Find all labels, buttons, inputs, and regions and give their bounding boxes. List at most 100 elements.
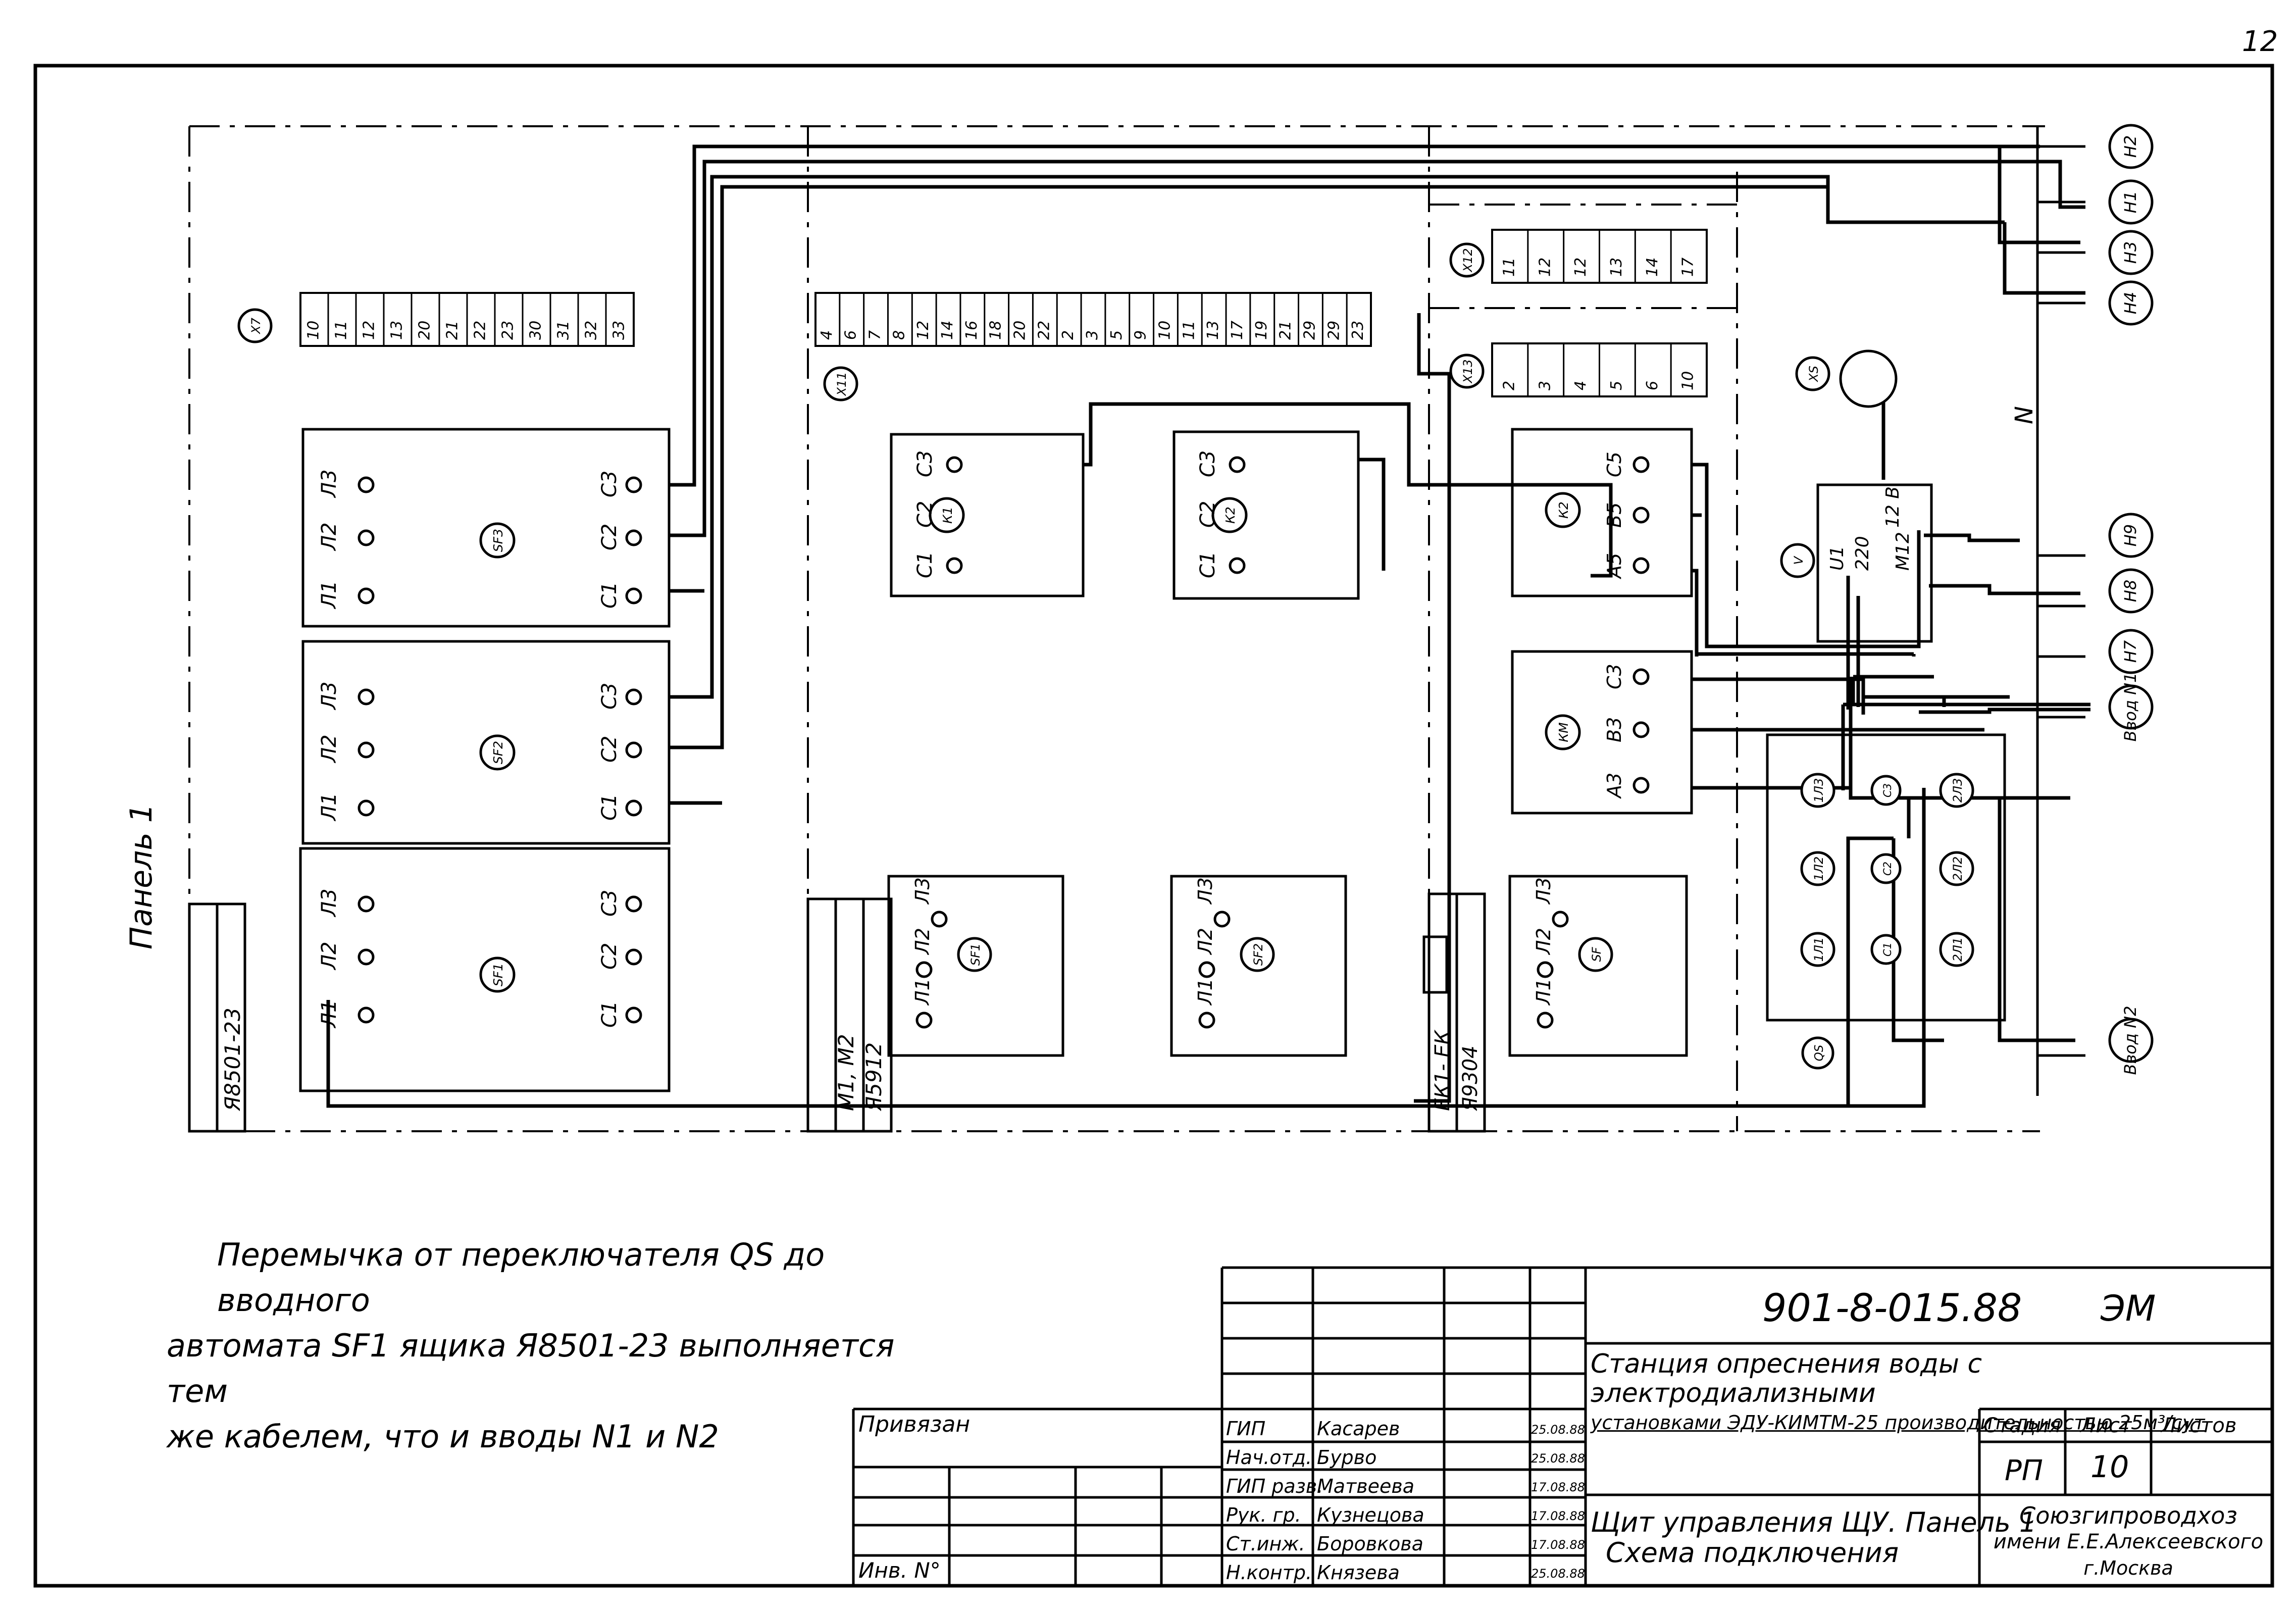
staff-role: Рук. гр. (1226, 1504, 1301, 1526)
pin-k1-С2: С2 (913, 501, 937, 528)
pin-sf3-Л2-terminal (358, 529, 375, 546)
box3-label-bottom: Я9304 (1459, 1045, 1482, 1112)
sheet-header: Лист (2080, 1414, 2132, 1437)
pin-sf1-С2: С2 (598, 943, 621, 970)
pin-km-terminal (1632, 777, 1650, 794)
svg-text:SF2: SF2 (1251, 943, 1265, 966)
pin-sf_p2b-Л2: Л2 (1194, 928, 1216, 955)
pin-sf2-С2-terminal (625, 741, 642, 759)
staff-role: Н.контр. (1226, 1562, 1312, 1584)
svg-text:К2: К2 (1556, 501, 1571, 519)
staff-date: 17.08.88 (1531, 1480, 1585, 1494)
svg-text:SF1: SF1 (491, 963, 505, 986)
terminal-x7-cell-31: 31 (555, 321, 573, 340)
staff-name: Кузнецова (1317, 1504, 1424, 1526)
pin-sf2-С1-terminal (625, 799, 642, 817)
svg-text:Н8: Н8 (2121, 580, 2140, 602)
pin-sf1-Л1-terminal (358, 1006, 375, 1024)
svg-text:V: V (1792, 556, 1806, 565)
svg-text:XS: XS (1807, 366, 1821, 383)
bound-label: Привязан (858, 1412, 971, 1437)
box2-label-top: М1, М2 (834, 1034, 858, 1111)
qs-pin-С3: С3 (1870, 775, 1902, 806)
pin-sf1-С1: С1 (598, 1001, 621, 1028)
pin-k2-terminal (1632, 557, 1650, 574)
svg-text:2Л1: 2Л1 (1951, 937, 1965, 962)
neutral-label: N (2010, 406, 2038, 424)
terminal-x13-cell-6: 6 (1644, 381, 1661, 390)
staff-name: Бурво (1317, 1446, 1377, 1469)
pin-sf1-Л2: Л2 (318, 941, 341, 971)
pin-sf2-Л2: Л2 (318, 734, 341, 764)
svg-text:Ввод N1: Ввод N1 (2121, 673, 2140, 742)
terminal-x11-badge: Х11 (823, 366, 858, 401)
pin-sf2-Л2-terminal (358, 741, 375, 759)
pin-sf_p2b-Л1: Л1 (1194, 978, 1216, 1006)
svg-text:1Л2: 1Л2 (1812, 857, 1826, 881)
box-label-bars (188, 892, 1486, 1133)
staff-role: Ст.инж. (1226, 1533, 1305, 1555)
sheet-frame (33, 64, 2274, 1588)
pin-sf_p2a-Л3-terminal (931, 911, 948, 928)
svg-text:Н3: Н3 (2121, 241, 2140, 264)
pin-km-В3: В3 (1603, 717, 1625, 742)
pin-sf_p2a-Л2-terminal (915, 961, 933, 978)
qs-pin-2Л1: 2Л1 (1939, 932, 1974, 967)
staff-row: Н.контр.Князева 25.08.88 (1222, 1562, 1586, 1589)
pin-k2-С3-terminal (1229, 456, 1246, 473)
terminal-x11-cell-13: 13 (1204, 321, 1222, 340)
pin-k2-С1-terminal (1229, 557, 1246, 574)
neutral-bus (2036, 126, 2085, 1096)
sheet-title-line-1: Щит управления ЩУ. Панель 1 (1591, 1506, 2037, 1538)
svg-text:Н1: Н1 (2121, 191, 2140, 213)
terminal-x11-cell-2: 2 (1059, 330, 1077, 340)
project-title: Станция опреснения воды с электродиализн… (1591, 1349, 2270, 1437)
device-xs-badge: XS (1795, 356, 1830, 391)
transformer-u1: U1 (1827, 546, 1848, 571)
project-title-line-1: Станция опреснения воды с электродиализн… (1591, 1349, 1982, 1408)
terminal-x7-cell-21: 21 (444, 321, 462, 340)
org-line-1: Союзгипроводхоз (2019, 1502, 2237, 1529)
svg-text:SF: SF (1590, 946, 1604, 962)
svg-text:2Л2: 2Л2 (1951, 857, 1965, 881)
pin-sf_p2b-Л2-terminal (1198, 961, 1215, 978)
pin-sf1-С3-terminal (625, 895, 642, 913)
staff-name: Князева (1317, 1562, 1400, 1584)
pin-km-terminal (1632, 721, 1650, 738)
external-Н7: Н7 (2108, 629, 2154, 674)
pin-k1-С1-terminal (946, 557, 963, 574)
sheet-value: 10 (2090, 1449, 2129, 1485)
pin-k2-С1: С1 (1196, 551, 1219, 578)
terminal-x11-cell-9: 9 (1132, 330, 1150, 340)
sheet-title-line-2: Схема подключения (1606, 1537, 1899, 1569)
stage-header: Стадия (1983, 1414, 2061, 1437)
terminal-x7-cell-32: 32 (583, 321, 600, 340)
terminal-x13-badge: Х13 (1449, 354, 1485, 389)
svg-text:Н9: Н9 (2121, 524, 2140, 546)
device-sf1-badge: SF1 (479, 956, 516, 993)
qs-pin-С2: С2 (1870, 853, 1902, 884)
pin-k1-С1: С1 (913, 551, 937, 578)
pin-sf3-С3: С3 (598, 471, 621, 497)
box2-label-bottom: Я5912 (861, 1042, 886, 1112)
terminal-x11-cell-19: 19 (1253, 321, 1270, 340)
external-Ввод-N1: Ввод N1 (2108, 673, 2154, 742)
terminal-x7-cell-13: 13 (388, 321, 406, 340)
terminal-x11-cell-17: 17 (1229, 321, 1246, 340)
qs-pin-1Л1: 1Л1 (1800, 932, 1835, 967)
pin-sf_p3-Л3: Л3 (1533, 877, 1555, 905)
pin-sf2-Л3-terminal (358, 688, 375, 706)
pin-sf_p3-Л1: Л1 (1533, 978, 1555, 1006)
socket-xs (1839, 349, 1898, 408)
terminal-x12-cell-11: 11 (1500, 258, 1518, 277)
terminal-x7-cell-23: 23 (499, 321, 517, 340)
terminal-x12-cell-17: 17 (1679, 258, 1697, 277)
pin-sf2-Л3: Л3 (318, 681, 341, 711)
staff-date: 25.08.88 (1531, 1423, 1585, 1437)
qs-pin-С1: С1 (1870, 934, 1902, 965)
staff-date: 25.08.88 (1531, 1567, 1585, 1581)
pin-km-А3: А3 (1603, 773, 1625, 799)
device-sf3-badge: SF3 (479, 522, 516, 559)
